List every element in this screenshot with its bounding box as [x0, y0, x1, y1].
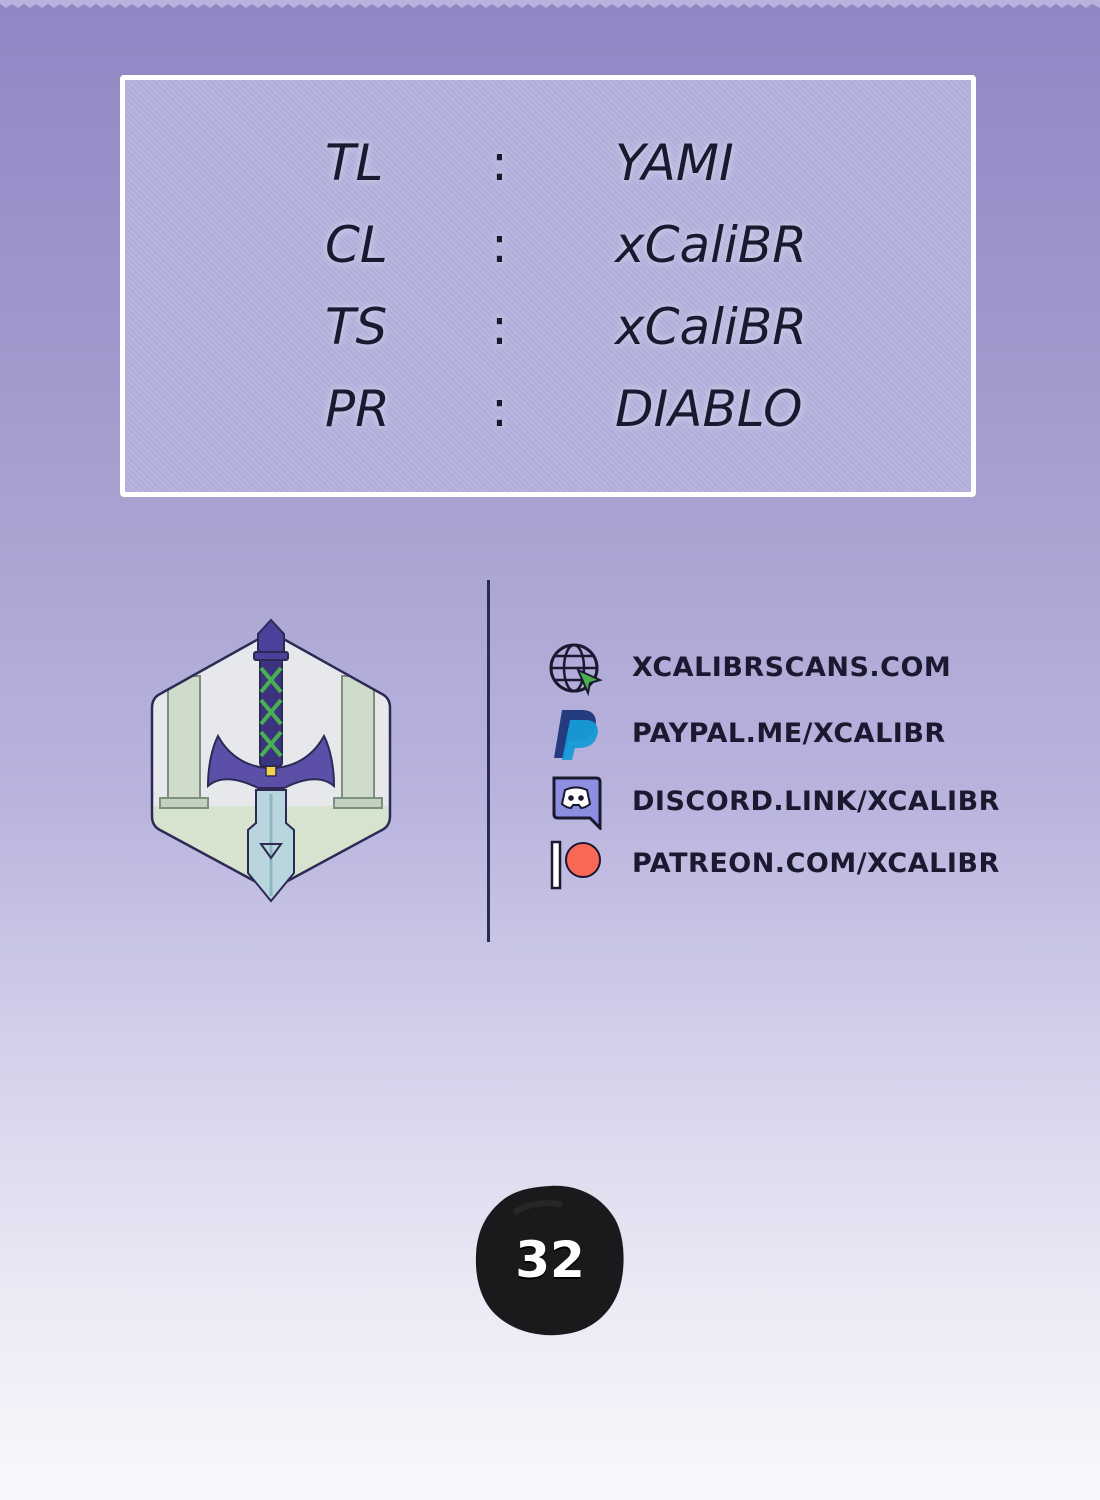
link-text: PAYPAL.ME/XCALIBR [632, 718, 946, 749]
credits-box: TL : YAMI CL : xCaliBR TS : xCaliBR PR :… [120, 75, 976, 497]
link-discord[interactable]: DISCORD.LINK/XCALIBR [548, 774, 999, 830]
link-text: XCALIBRSCANS.COM [632, 652, 952, 683]
sword-logo [150, 618, 392, 903]
credit-separator: : [491, 216, 508, 274]
credit-role: TL [325, 134, 384, 192]
credit-role: CL [325, 216, 388, 274]
credit-separator: : [491, 380, 508, 438]
ink-blot-shape [475, 1185, 624, 1336]
credit-row-tl: TL : YAMI [125, 128, 971, 198]
zigzag-top-border [0, 0, 1100, 8]
credit-name: xCaliBR [615, 298, 807, 356]
paypal-icon [554, 710, 598, 760]
credit-row-pr: PR : DIABLO [125, 374, 971, 444]
credit-separator: : [491, 298, 508, 356]
credit-name: YAMI [615, 134, 734, 192]
patreon-icon [550, 840, 601, 890]
link-patreon[interactable]: PATREON.COM/XCALIBR [548, 836, 999, 892]
link-text: PATREON.COM/XCALIBR [632, 848, 1000, 879]
globe-icon [549, 643, 603, 696]
credit-role: TS [325, 298, 388, 356]
credit-name: DIABLO [615, 380, 803, 438]
credit-name: xCaliBR [615, 216, 807, 274]
credit-row-cl: CL : xCaliBR [125, 210, 971, 280]
page-number: 32 [515, 1231, 585, 1289]
link-text: DISCORD.LINK/XCALIBR [632, 786, 1000, 817]
link-paypal[interactable]: PAYPAL.ME/XCALIBR [548, 706, 968, 762]
credit-separator: : [491, 134, 508, 192]
credit-role: PR [325, 380, 390, 438]
credit-row-ts: TS : xCaliBR [125, 292, 971, 362]
vertical-divider [487, 580, 490, 942]
link-website[interactable]: XCALIBRSCANS.COM [548, 640, 968, 696]
discord-icon [552, 776, 602, 830]
page-number-badge: 32 [474, 1183, 626, 1337]
